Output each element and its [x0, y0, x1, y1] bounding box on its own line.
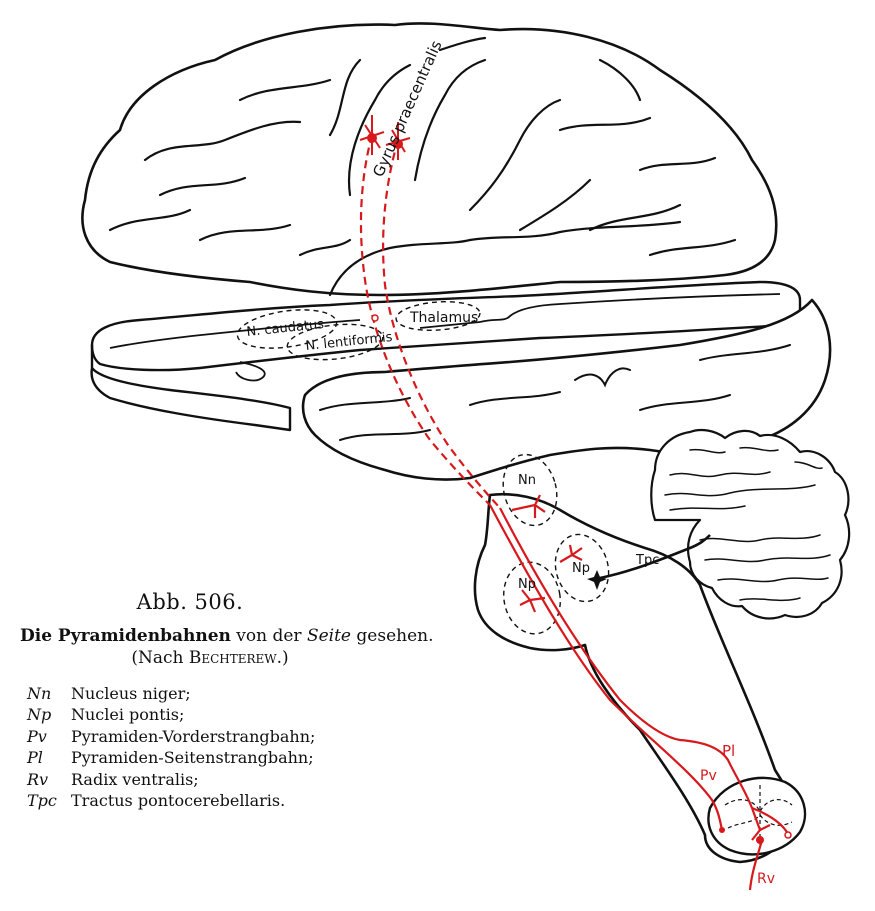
- figure-title: Die Pyramidenbahnen von der Seite gesehe…: [20, 626, 440, 646]
- label-np-left: Np: [518, 577, 536, 592]
- legend-row: Rv Radix ventralis;: [27, 770, 315, 791]
- np-left-outline: [503, 561, 561, 635]
- legend-abbr: Np: [27, 705, 52, 725]
- legend-text: Radix ventralis;: [71, 769, 199, 789]
- spinal-cord-butterfly: [724, 785, 793, 845]
- legend-text: Nuclei pontis;: [71, 705, 185, 725]
- label-np-right: Np: [572, 561, 590, 576]
- figure-title-italic: Seite: [306, 626, 351, 646]
- legend-row: Np Nuclei pontis;: [27, 705, 315, 726]
- dashed-nuclei: [236, 301, 610, 635]
- tract-dashed-1: [359, 134, 491, 506]
- legend-abbr: Tpc: [27, 790, 57, 810]
- legend-abbr: Nn: [27, 684, 52, 703]
- legend-row: Tpc Tractus pontocerebellaris.: [27, 791, 315, 812]
- cord-neurons: [719, 827, 764, 844]
- figure-caption: Abb. 506. Die Pyramidenbahnen von der Se…: [20, 590, 440, 668]
- np-left-collateral: [519, 589, 546, 613]
- tpc-neuron-star: [587, 570, 607, 590]
- legend-row: Pv Pyramiden-Vorderstrangbahn;: [27, 727, 315, 748]
- tract-pv: [489, 504, 724, 831]
- figure-number: Abb. 506.: [136, 590, 244, 614]
- legend-row: Pl Pyramiden-Seitenstrangbahn;: [27, 748, 315, 769]
- label-pv: Pv: [700, 768, 717, 784]
- cord-collateral: [750, 807, 771, 841]
- label-pl: Pl: [722, 742, 735, 760]
- label-rv: Rv: [757, 871, 775, 887]
- tract-pl: [499, 507, 754, 809]
- figure-subtitle-close: .): [276, 648, 289, 668]
- cerebral-sulci: [108, 36, 737, 297]
- figure-title-bold: Die Pyramidenbahnen: [20, 626, 231, 646]
- figure-title-end: gesehen.: [356, 626, 434, 646]
- n-lentiformis-outline: [286, 323, 384, 361]
- legend-text: Pyramiden-Vorderstrangbahn;: [71, 726, 316, 746]
- cerebellar-folia: [664, 446, 831, 602]
- cerebellum: [650, 428, 851, 620]
- figure-subtitle: (Nach Bechterew.): [20, 648, 400, 668]
- np-right-outline: [554, 533, 610, 603]
- figure-subtitle-author: Bechterew: [188, 648, 277, 668]
- tpc-tract: [599, 534, 711, 580]
- thalamus-outline: [395, 301, 481, 331]
- legend-text: Tractus pontocerebellaris.: [71, 790, 286, 810]
- legend-text: Nucleus niger;: [71, 684, 191, 703]
- n-caudatus-outline: [236, 309, 338, 349]
- label-thalamus: Thalamus: [409, 310, 478, 326]
- legend-abbr: Pl: [27, 748, 43, 768]
- np-right-collateral: [559, 544, 583, 563]
- lower-sulci: [319, 344, 791, 441]
- figure-title-mid: von der: [236, 626, 302, 646]
- legend-row: Nn Nucleus niger;: [27, 684, 315, 705]
- figure-subtitle-open: (Nach: [131, 648, 184, 668]
- legend-abbr: Pv: [27, 726, 47, 746]
- tract-dashed-2: [382, 139, 501, 509]
- label-tpc: Tpc: [635, 553, 659, 568]
- section-inner-outline: [109, 293, 781, 382]
- cortical-neurons: [359, 115, 411, 160]
- legend-text: Pyramiden-Seitenstrangbahn;: [71, 748, 314, 768]
- nn-outline: [502, 453, 558, 527]
- legend-abbr: Rv: [27, 769, 49, 789]
- nn-collateral: [511, 494, 546, 518]
- spinal-cord-section: [707, 776, 807, 856]
- label-nn: Nn: [518, 473, 536, 488]
- thalamus-marker: [371, 314, 792, 839]
- pyramidal-tract: [359, 134, 792, 891]
- brainstem: [473, 493, 802, 864]
